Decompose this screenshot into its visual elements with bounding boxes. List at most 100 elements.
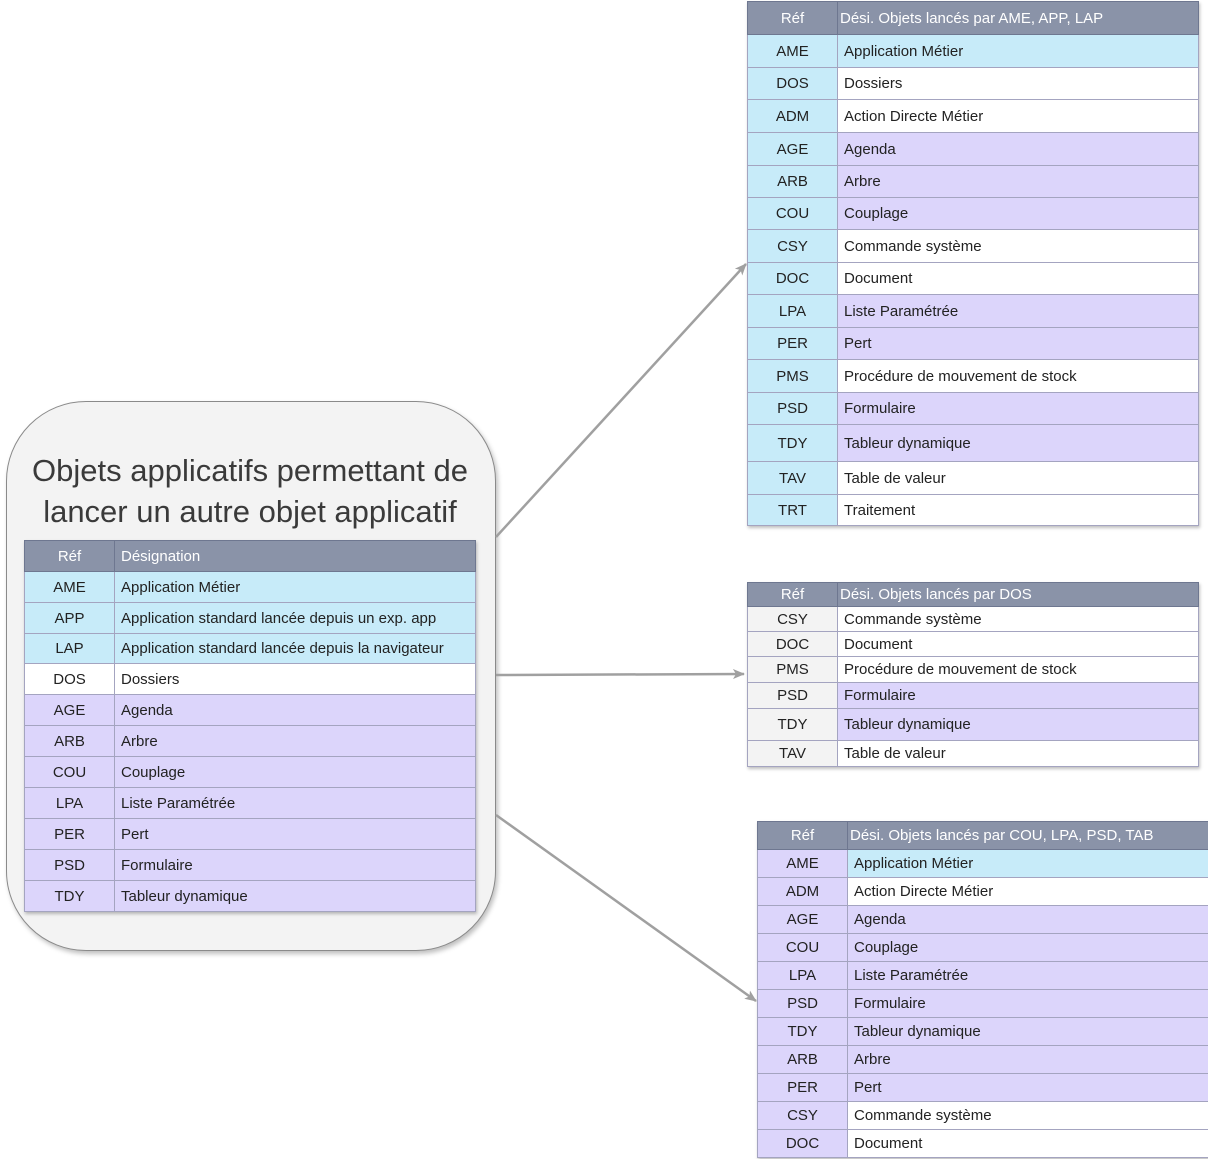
header-ref: Réf <box>24 540 115 572</box>
table-row: DOC Document <box>757 1129 1208 1158</box>
row-designation: Formulaire <box>837 682 1199 709</box>
row-ref: TDY <box>747 424 838 462</box>
row-ref: LPA <box>24 787 115 819</box>
row-ref: AME <box>24 571 115 603</box>
row-designation: Application Métier <box>837 34 1199 68</box>
row-ref: DOC <box>757 1129 848 1158</box>
table-row: CSY Commande système <box>757 1101 1208 1130</box>
header-designation: Dési. Objets lancés par COU, LPA, PSD, T… <box>847 821 1208 850</box>
row-ref: PER <box>24 818 115 850</box>
row-designation: Commande système <box>837 606 1199 632</box>
row-designation: Formulaire <box>837 392 1199 425</box>
row-ref: TAV <box>747 461 838 495</box>
row-ref: ARB <box>24 725 115 757</box>
row-ref: AGE <box>747 132 838 166</box>
row-ref: AME <box>757 849 848 878</box>
row-ref: PSD <box>747 392 838 425</box>
table-cou-lpa-psd-tab: Réf Dési. Objets lancés par COU, LPA, PS… <box>757 821 1208 1158</box>
row-designation: Liste Paramétrée <box>114 787 476 819</box>
panel-title: Objets applicatifs permettant de lancer … <box>32 453 468 529</box>
row-designation: Agenda <box>114 694 476 726</box>
row-ref: AGE <box>757 905 848 934</box>
row-ref: PSD <box>747 682 838 709</box>
row-ref: TDY <box>757 1017 848 1046</box>
row-designation: Couplage <box>847 933 1208 962</box>
table-ame-app-lap: Réf Dési. Objets lancés par AME, APP, LA… <box>747 1 1199 526</box>
row-designation: Agenda <box>837 132 1199 166</box>
row-designation: Arbre <box>847 1045 1208 1074</box>
row-ref: TRT <box>747 494 838 526</box>
row-designation: Liste Paramétrée <box>847 961 1208 990</box>
header-designation: Dési. Objets lancés par DOS <box>837 582 1199 607</box>
arrow-to-dos-table <box>495 669 745 680</box>
row-designation: Action Directe Métier <box>837 99 1199 133</box>
row-ref: PMS <box>747 359 838 393</box>
row-ref: TDY <box>747 708 838 741</box>
header-designation: Désignation <box>114 540 476 572</box>
row-designation: Table de valeur <box>837 461 1199 495</box>
row-ref: CSY <box>747 606 838 632</box>
header-designation: Dési. Objets lancés par AME, APP, LAP <box>837 1 1199 35</box>
row-ref: LPA <box>747 294 838 328</box>
row-ref: CSY <box>747 229 838 263</box>
row-ref: ARB <box>757 1045 848 1074</box>
row-designation: Couplage <box>837 197 1199 230</box>
row-designation: Procédure de mouvement de stock <box>837 656 1199 683</box>
row-designation: Document <box>847 1129 1208 1158</box>
row-designation: Application standard lancée depuis la na… <box>114 633 476 664</box>
row-ref: LAP <box>24 633 115 664</box>
row-designation: Commande système <box>837 229 1199 263</box>
row-designation: Pert <box>837 327 1199 360</box>
row-designation: Traitement <box>837 494 1199 526</box>
row-ref: CSY <box>757 1101 848 1130</box>
row-designation: Dossiers <box>114 663 476 695</box>
row-designation: Commande système <box>847 1101 1208 1130</box>
row-ref: LPA <box>757 961 848 990</box>
row-ref: DOS <box>747 67 838 100</box>
row-ref: AME <box>747 34 838 68</box>
row-designation: Tableur dynamique <box>114 880 476 912</box>
row-ref: TDY <box>24 880 115 912</box>
row-designation: Couplage <box>114 756 476 788</box>
arrow-to-cou-table <box>495 813 757 1003</box>
row-designation: Arbre <box>837 165 1199 198</box>
row-ref: PER <box>757 1073 848 1102</box>
row-ref: PSD <box>757 989 848 1018</box>
row-designation: Action Directe Métier <box>847 877 1208 906</box>
row-designation: Tableur dynamique <box>837 424 1199 462</box>
row-ref: AGE <box>24 694 115 726</box>
table-row: LAP Application standard lancée depuis l… <box>24 633 476 664</box>
row-ref: ADM <box>757 877 848 906</box>
row-ref: COU <box>24 756 115 788</box>
row-ref: DOS <box>24 663 115 695</box>
row-designation: Pert <box>847 1073 1208 1102</box>
row-designation: Formulaire <box>114 849 476 881</box>
